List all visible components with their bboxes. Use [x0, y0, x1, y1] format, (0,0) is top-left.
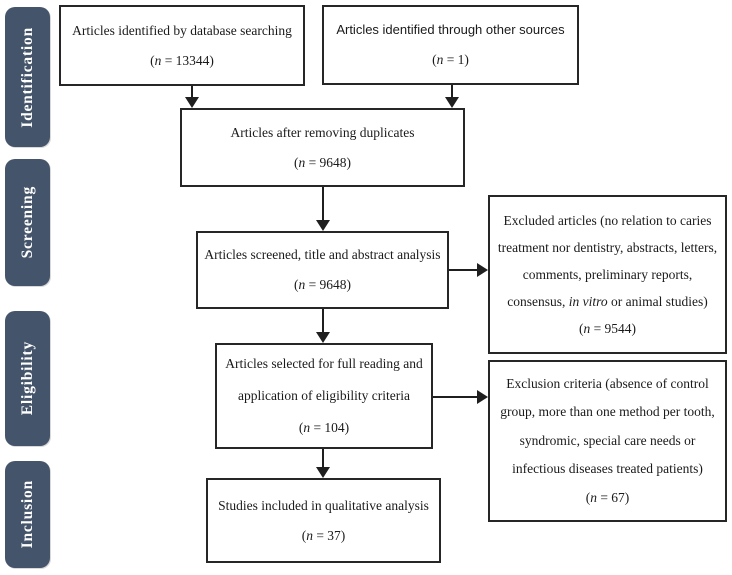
stage-identification: Identification — [5, 7, 50, 147]
box-articles-after-removing-duplicates: Articles after removing duplicates (n = 9… — [180, 108, 465, 187]
arrow-full-reading-to-exclusion — [433, 390, 488, 404]
stage-eligibility: Eligibility — [5, 311, 50, 446]
box-text-line: Exclusion criteria (absence of control — [506, 375, 709, 391]
box-text-line: infectious diseases treated patients) — [512, 461, 703, 477]
box-text-line: Articles identified by database searchin… — [72, 22, 292, 38]
stage-inclusion: Inclusion — [5, 461, 50, 568]
box-text-line: Articles selected for full reading and — [225, 356, 423, 371]
stage-inclusion-label: Inclusion — [18, 480, 36, 549]
box-articles-identified-other-sources: Articles identified through other source… — [322, 5, 579, 85]
box-text-line: (n = 1) — [432, 52, 469, 67]
box-text-line: (n = 67) — [585, 489, 630, 505]
box-text-line: Excluded articles (no relation to caries — [503, 213, 712, 228]
box-text-line: comments, preliminary reports, — [522, 267, 693, 282]
box-text-line: (n = 13344) — [150, 52, 214, 68]
box-text-line: (n = 104) — [298, 420, 350, 435]
arrow-screened-to-full-reading — [316, 309, 330, 343]
stage-screening: Screening — [5, 159, 50, 286]
box-studies-included: Studies included in qualitative analysis… — [206, 478, 441, 563]
box-text-line: Articles identified through other source… — [336, 22, 565, 37]
arrow-other-to-duplicates — [445, 85, 459, 108]
box-text-line: application of eligibility criteria — [237, 388, 411, 403]
arrow-duplicates-to-screened — [316, 187, 330, 231]
box-text-line: (n = 9648) — [293, 154, 352, 170]
box-articles-screened: Articles screened, title and abstract an… — [196, 231, 449, 309]
box-text-line: treatment nor dentistry, abstracts, lett… — [497, 240, 718, 255]
arrow-screened-to-excluded — [449, 263, 488, 277]
box-articles-identified-database: Articles identified by database searchin… — [59, 5, 305, 86]
box-text-line: Articles after removing duplicates — [230, 124, 415, 140]
box-text-line: (n = 37) — [301, 527, 346, 543]
stage-identification-label: Identification — [18, 26, 36, 128]
box-excluded-articles: Excluded articles (no relation to caries… — [488, 195, 727, 354]
box-articles-full-reading: Articles selected for full reading and ap… — [215, 343, 433, 449]
box-text-line: (n = 9544) — [578, 321, 637, 336]
stage-eligibility-label: Eligibility — [18, 341, 36, 416]
box-exclusion-criteria: Exclusion criteria (absence of control gr… — [488, 360, 727, 522]
arrow-database-to-duplicates — [185, 86, 199, 108]
box-text-line: Articles screened, title and abstract an… — [204, 247, 441, 262]
box-text-line: syndromic, special care needs or — [519, 432, 696, 448]
arrow-full-reading-to-included — [316, 449, 330, 478]
box-text-line: Studies included in qualitative analysis — [218, 497, 429, 513]
stage-screening-label: Screening — [18, 186, 36, 259]
box-text-line: group, more than one method per tooth, — [500, 404, 715, 420]
box-text-line: consensus, in vitro or animal studies) — [507, 294, 708, 309]
box-text-line: (n = 9648) — [293, 277, 352, 292]
